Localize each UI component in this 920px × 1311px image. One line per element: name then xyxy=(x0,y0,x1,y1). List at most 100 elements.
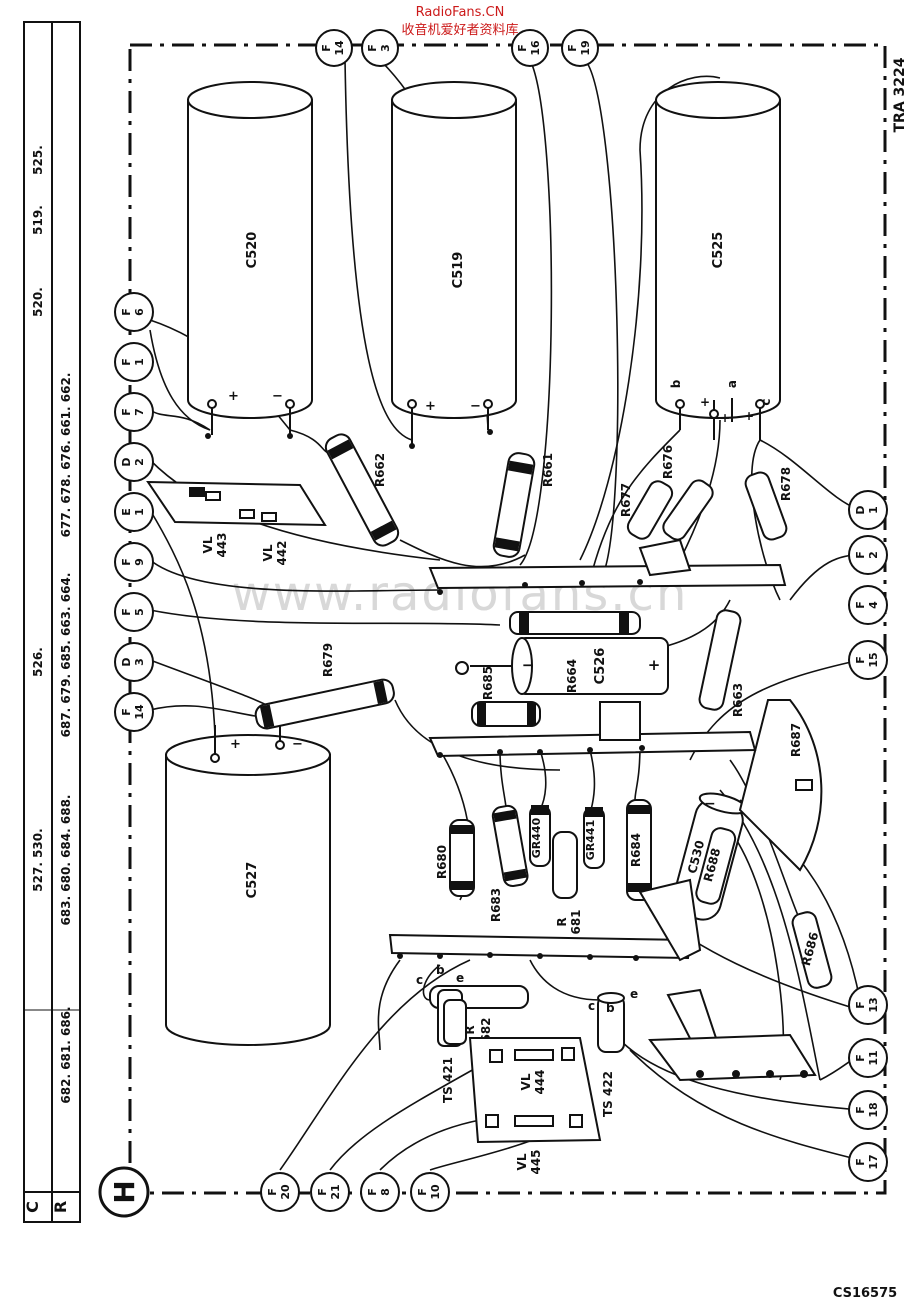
pin-minus: − xyxy=(292,737,303,752)
pin-plus: + xyxy=(744,409,754,423)
watermark-site: RadioFans.CN xyxy=(416,5,505,20)
diode-gr441 xyxy=(583,807,605,869)
resistor-r661 xyxy=(492,452,536,558)
svg-text:4: 4 xyxy=(867,601,880,609)
pin-e: e xyxy=(630,987,638,1001)
resistor-r687 xyxy=(738,699,823,872)
resistor-r679 xyxy=(254,678,395,730)
lamp-board-top xyxy=(146,480,327,527)
pin-a: a xyxy=(725,380,739,388)
resistor-r684 xyxy=(626,799,652,901)
svg-text:14: 14 xyxy=(333,40,346,56)
svg-text:21: 21 xyxy=(329,1184,342,1199)
c-cell: 519. xyxy=(31,205,45,235)
solder-joints xyxy=(205,429,645,961)
c-cell: 527. 530. xyxy=(31,828,45,891)
r661-label: R661 xyxy=(541,453,555,487)
resistor-r688 xyxy=(695,827,737,905)
terminal-strip xyxy=(388,563,787,960)
svg-text:F: F xyxy=(416,1188,429,1196)
svg-text:F: F xyxy=(120,608,133,616)
svg-text:F: F xyxy=(854,656,867,664)
svg-text:17: 17 xyxy=(867,1154,880,1169)
svg-text:1: 1 xyxy=(133,358,146,366)
reference-table xyxy=(23,21,81,1223)
c-cell: 520. xyxy=(31,287,45,317)
r679-label: R679 xyxy=(321,643,335,677)
svg-text:11: 11 xyxy=(867,1050,880,1065)
r684-label: R684 xyxy=(629,833,643,867)
vl443-label-a: VL xyxy=(201,536,215,553)
c-cell: 525. xyxy=(31,145,45,175)
svg-text:19: 19 xyxy=(579,40,592,55)
c519-label: C519 xyxy=(451,252,466,289)
svg-text:3: 3 xyxy=(379,44,392,52)
pin-plus: + xyxy=(228,389,239,404)
pin-plus: + xyxy=(230,737,241,752)
diode-gr440 xyxy=(529,805,551,867)
r-cell: 682. 681. 686. xyxy=(59,1006,73,1103)
c525-label: C525 xyxy=(711,232,726,269)
svg-text:D: D xyxy=(120,657,133,666)
resistor-r677 xyxy=(626,480,674,540)
svg-text:F: F xyxy=(854,1054,867,1062)
r687-label: R687 xyxy=(789,723,803,757)
svg-text:D: D xyxy=(120,457,133,466)
svg-text:F: F xyxy=(854,1001,867,1009)
svg-text:15: 15 xyxy=(867,652,880,667)
svg-text:F: F xyxy=(120,358,133,366)
r-cell: 677. 678. 676. 661. 662. xyxy=(59,373,73,538)
c520-label: C520 xyxy=(245,232,260,269)
svg-text:F: F xyxy=(120,308,133,316)
svg-text:18: 18 xyxy=(867,1102,880,1117)
pin-plus: + xyxy=(700,395,710,409)
svg-text:F: F xyxy=(854,1158,867,1166)
svg-text:F: F xyxy=(320,44,333,52)
gr440-label: GR440 xyxy=(530,817,543,858)
table-r-cells: 682. 681. 686. 683. 680. 684. 688. 687. … xyxy=(59,373,73,1104)
pin-plus: + xyxy=(425,399,436,414)
ts421-label: TS 421 xyxy=(441,1057,455,1103)
r682-label-b: 682 xyxy=(479,1017,493,1042)
pin-b: b xyxy=(436,963,445,977)
r664-label: R664 xyxy=(565,659,579,693)
resistor-r685 xyxy=(471,701,541,727)
pin-b: b xyxy=(669,379,683,388)
c527-label: C527 xyxy=(245,862,260,899)
r677-label: R677 xyxy=(619,483,633,517)
watermark-cn: 收音机爱好者资料库 xyxy=(401,22,518,38)
svg-text:F: F xyxy=(120,558,133,566)
vl442-label-b: 442 xyxy=(275,540,289,565)
svg-text:9: 9 xyxy=(133,558,146,566)
svg-text:14: 14 xyxy=(133,704,146,720)
svg-text:E: E xyxy=(120,508,133,516)
